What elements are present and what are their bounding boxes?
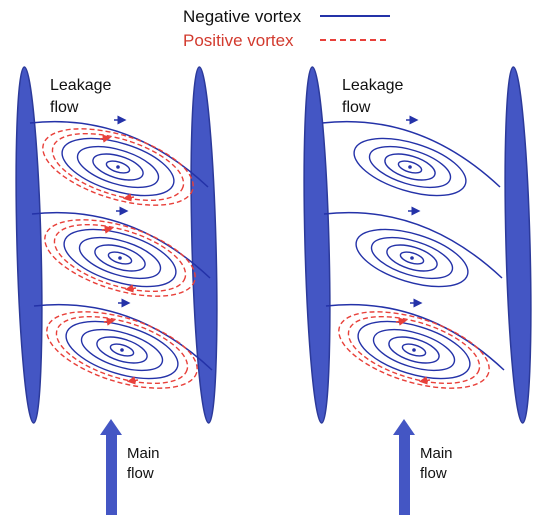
left-main-flow-arrow <box>100 419 122 515</box>
left-positive-arrow-top-1 <box>99 134 112 143</box>
left-positive-arrow-top-3 <box>103 317 116 326</box>
right-negative-ring-2-4 <box>399 251 425 265</box>
right-vortex-core-1 <box>408 165 412 169</box>
right-negative-ring-1-1 <box>353 137 467 197</box>
left-negative-ring-1-1 <box>61 137 175 197</box>
left-positive-arrow-bottom-3 <box>126 376 139 385</box>
right-negative-ring-2-3 <box>386 244 438 272</box>
right-negative-ring-1-2 <box>368 145 452 189</box>
right-negative-ring-3-1 <box>357 320 471 380</box>
right-positive-arrow-bottom-3 <box>418 376 431 385</box>
legend-negative-label: Negative vortex <box>183 7 302 26</box>
left-leakage-streamline-3 <box>33 303 213 371</box>
left-negative-ring-2-1 <box>63 228 177 288</box>
left-leakage-streamline-1 <box>29 120 209 188</box>
left-positive-ring-3-2 <box>55 315 189 385</box>
left-negative-ring-3-2 <box>80 328 164 372</box>
right-leakage-streamline-2 <box>323 211 503 279</box>
left-leakage-streamline-2 <box>31 211 211 279</box>
left-vortex-core-1 <box>116 165 120 169</box>
left-positive-ring-2-2 <box>53 223 187 293</box>
left-negative-ring-3-4 <box>109 343 135 357</box>
left-positive-ring-2-1 <box>44 219 196 297</box>
left-negative-ring-1-4 <box>105 160 131 174</box>
right-negative-ring-2-1 <box>355 228 469 288</box>
left-positive-arrow-top-2 <box>101 225 114 234</box>
right-leakage-streamline-3 <box>325 303 505 371</box>
left-positive-ring-1-1 <box>42 128 194 206</box>
left-vortex-3 <box>33 298 213 389</box>
legend: Negative vortex Positive vortex <box>183 7 390 50</box>
right-blade-1 <box>303 66 331 424</box>
right-vortex-core-3 <box>412 348 416 352</box>
left-vortex-field <box>29 115 213 389</box>
left-positive-arrow-bottom-2 <box>124 284 137 293</box>
right-main-flow-arrow <box>393 419 415 515</box>
left-negative-ring-2-2 <box>78 236 162 280</box>
right-leakage-label-line1: Leakage <box>342 77 403 94</box>
right-main-label-line1: Main <box>420 445 453 462</box>
right-negative-ring-2-2 <box>370 236 454 280</box>
left-positive-ring-3-1 <box>46 311 198 389</box>
left-vortex-1 <box>29 115 209 206</box>
left-negative-ring-2-3 <box>94 244 146 272</box>
left-vortex-2 <box>31 206 211 297</box>
left-negative-ring-3-3 <box>96 336 148 364</box>
left-positive-arrow-bottom-1 <box>122 193 135 202</box>
right-positive-ring-3-1 <box>338 311 490 389</box>
left-leakage-label-line2: flow <box>50 99 79 116</box>
right-negative-ring-1-3 <box>384 153 436 181</box>
panel-right: Leakage flow Main flow <box>303 66 532 515</box>
left-blade-2 <box>190 66 218 424</box>
left-negative-ring-2-4 <box>107 251 133 265</box>
right-main-label-line2: flow <box>420 465 447 482</box>
right-vortex-core-2 <box>410 256 414 260</box>
right-negative-ring-3-2 <box>372 328 456 372</box>
left-main-label-line1: Main <box>127 445 160 462</box>
left-vortex-core-2 <box>118 256 122 260</box>
left-vortex-core-3 <box>120 348 124 352</box>
right-negative-ring-3-4 <box>401 343 427 357</box>
right-positive-ring-3-2 <box>347 315 481 385</box>
left-leakage-label-line1: Leakage <box>50 77 111 94</box>
right-vortex-2 <box>323 206 503 288</box>
right-vortex-1 <box>321 115 501 197</box>
right-leakage-streamline-1 <box>321 120 501 188</box>
right-blade-2 <box>504 66 532 424</box>
right-vortex-field <box>321 115 505 389</box>
right-positive-arrow-top-3 <box>395 317 408 326</box>
panel-left: Leakage flow Main flow <box>15 66 218 515</box>
left-negative-ring-1-2 <box>76 145 160 189</box>
left-negative-ring-3-1 <box>65 320 179 380</box>
right-negative-ring-1-4 <box>397 160 423 174</box>
legend-positive-label: Positive vortex <box>183 31 294 50</box>
left-main-label-line2: flow <box>127 465 154 482</box>
left-positive-ring-1-2 <box>51 132 185 202</box>
left-blade-1 <box>15 66 43 424</box>
right-leakage-label-line2: flow <box>342 99 371 116</box>
left-negative-ring-1-3 <box>92 153 144 181</box>
right-negative-ring-3-3 <box>388 336 440 364</box>
right-vortex-3 <box>325 298 505 389</box>
